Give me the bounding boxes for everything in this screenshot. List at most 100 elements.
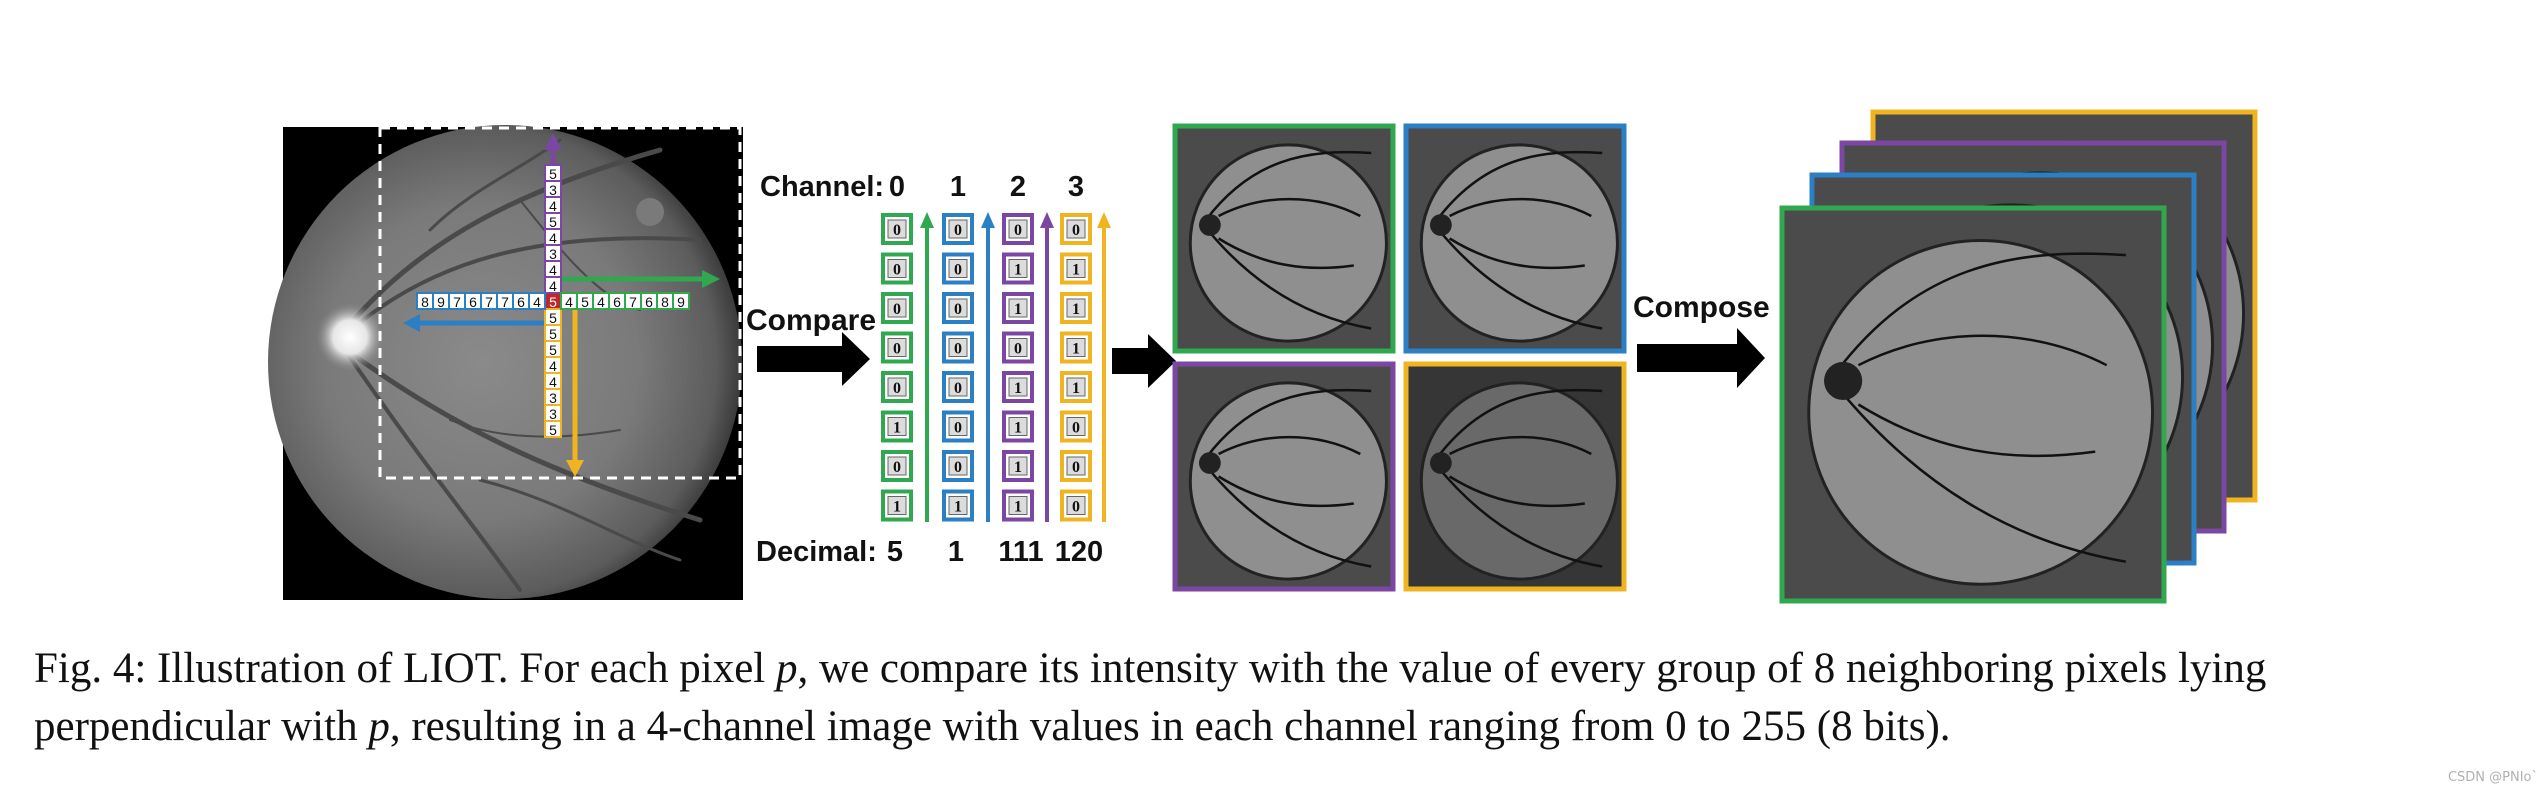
left-neighbor: 7 xyxy=(496,292,514,310)
svg-text:0: 0 xyxy=(1014,341,1022,358)
right-neighbor: 8 xyxy=(656,292,674,310)
svg-text:4: 4 xyxy=(597,294,605,310)
bit-cell: 1 xyxy=(1002,489,1034,522)
svg-text:5: 5 xyxy=(549,342,557,358)
svg-text:4: 4 xyxy=(549,358,557,374)
svg-text:6: 6 xyxy=(645,294,653,310)
caption-var-p: p xyxy=(776,645,798,692)
svg-text:7: 7 xyxy=(453,294,461,310)
svg-text:0: 0 xyxy=(1072,222,1080,239)
channel-image xyxy=(1403,361,1627,592)
left-neighbor: 6 xyxy=(464,292,482,310)
decimal-label: Decimal: xyxy=(756,536,877,568)
channel-index: 1 xyxy=(950,171,966,203)
bit-cell: 0 xyxy=(942,371,974,403)
svg-text:7: 7 xyxy=(629,294,637,310)
svg-text:0: 0 xyxy=(893,459,901,476)
bit-cell: 1 xyxy=(1002,410,1034,443)
svg-text:1: 1 xyxy=(1014,262,1022,279)
caption-prefix: Fig. 4: Illustration of LIOT. For each p… xyxy=(34,645,777,692)
svg-text:0: 0 xyxy=(954,380,962,397)
svg-text:5: 5 xyxy=(549,166,557,182)
bit-cell: 1 xyxy=(942,489,974,522)
svg-text:1: 1 xyxy=(1072,380,1080,397)
svg-text:5: 5 xyxy=(549,214,557,230)
right-neighbor: 4 xyxy=(592,292,610,310)
svg-text:9: 9 xyxy=(677,294,685,310)
bit-cell: 0 xyxy=(1060,450,1092,482)
watermark: CSDN @PNIo` xyxy=(2447,770,2538,785)
svg-text:4: 4 xyxy=(549,198,557,214)
vessels xyxy=(337,138,703,592)
channel-label: Channel: xyxy=(760,171,884,203)
output-arrow xyxy=(1112,334,1176,388)
svg-text:0: 0 xyxy=(954,459,962,476)
svg-text:0: 0 xyxy=(893,380,901,397)
svg-text:1: 1 xyxy=(893,420,901,437)
decimal-value: 111 xyxy=(998,536,1043,568)
up-neighbor: 4 xyxy=(544,260,562,278)
up-neighbor: 4 xyxy=(544,276,562,294)
bit-cell: 0 xyxy=(1060,410,1092,443)
up-neighbor: 3 xyxy=(544,180,562,198)
compose-label: Compose xyxy=(1633,291,1770,324)
channel-image xyxy=(1172,361,1396,592)
caption-var-p2: p xyxy=(368,703,390,750)
channel-index: 2 xyxy=(1010,171,1026,203)
bit-cell: 1 xyxy=(1002,450,1034,482)
svg-text:8: 8 xyxy=(661,294,669,310)
compare-label: Compare xyxy=(746,304,876,337)
svg-text:7: 7 xyxy=(501,294,509,310)
figure-caption: Fig. 4: Illustration of LIOT. For each p… xyxy=(34,640,2504,756)
svg-text:0: 0 xyxy=(954,222,962,239)
down-neighbor: 5 xyxy=(544,340,562,358)
svg-text:4: 4 xyxy=(549,374,557,390)
up-neighbor: 3 xyxy=(544,244,562,262)
svg-text:5: 5 xyxy=(581,294,589,310)
left-neighbor: 8 xyxy=(416,292,434,310)
svg-text:3: 3 xyxy=(549,390,557,406)
svg-text:1: 1 xyxy=(1072,262,1080,279)
bit-cell: 1 xyxy=(881,410,913,443)
svg-text:6: 6 xyxy=(517,294,525,310)
svg-text:3: 3 xyxy=(549,406,557,422)
channel-image xyxy=(1779,205,2167,604)
bit-cell: 0 xyxy=(881,371,913,403)
bit-cell: 0 xyxy=(942,292,974,324)
bit-cell: 1 xyxy=(1002,292,1034,324)
svg-text:1: 1 xyxy=(1072,341,1080,358)
down-neighbor: 4 xyxy=(544,372,562,390)
channel-columns: Channel: Decimal: 0000001015100000001120… xyxy=(756,171,1111,568)
svg-text:1: 1 xyxy=(1072,301,1080,318)
svg-text:1: 1 xyxy=(1014,459,1022,476)
svg-text:1: 1 xyxy=(1014,499,1022,516)
decimal-value: 5 xyxy=(887,536,903,568)
bit-cell: 0 xyxy=(881,252,913,285)
composed-stack xyxy=(1779,109,2258,604)
bit-cell: 1 xyxy=(1002,252,1034,285)
down-neighbor: 4 xyxy=(544,356,562,374)
svg-text:7: 7 xyxy=(485,294,493,310)
left-neighbor: 9 xyxy=(432,292,450,310)
channel-images xyxy=(1172,123,1627,592)
svg-text:0: 0 xyxy=(1072,420,1080,437)
channel-image xyxy=(1172,123,1396,354)
right-neighbor: 6 xyxy=(608,292,626,310)
svg-text:1: 1 xyxy=(954,499,962,516)
neighborhood-box xyxy=(378,126,742,480)
right-neighbor: 9 xyxy=(672,292,690,310)
right-neighbor: 7 xyxy=(624,292,642,310)
bit-cell: 0 xyxy=(881,331,913,364)
bit-cell: 1 xyxy=(881,489,913,522)
bit-cell: 0 xyxy=(1060,213,1092,245)
up-neighbor: 4 xyxy=(544,228,562,246)
bit-cell: 0 xyxy=(942,331,974,364)
svg-text:4: 4 xyxy=(549,262,557,278)
caption-suffix: , resulting in a 4-channel image with va… xyxy=(389,703,1951,750)
left-neighbor: 7 xyxy=(480,292,498,310)
channel-image xyxy=(1403,123,1627,354)
